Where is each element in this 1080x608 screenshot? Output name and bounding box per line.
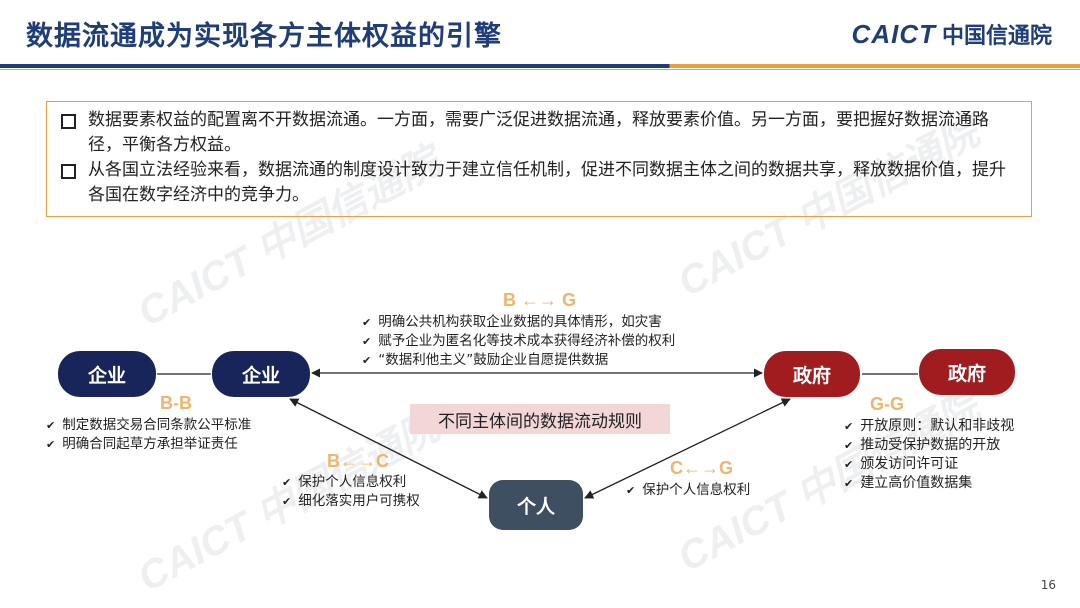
relation-cg-items: 保护个人信息权利 xyxy=(626,481,750,500)
node-enterprise-right: 企业 xyxy=(212,351,310,397)
relation-bg-label: B ←→ G xyxy=(503,290,577,310)
logo-chinese: 中国信通院 xyxy=(941,24,1052,49)
relation-cg-label: C←→G xyxy=(670,458,733,478)
intro-bullet-text: 从各国立法经验来看，数据流通的制度设计致力于建立信任机制，促进不同数据主体之间的… xyxy=(88,160,1006,205)
caict-logo: CAICT 中国信通院 xyxy=(852,18,1052,50)
checkbox-square-icon xyxy=(61,114,76,129)
intro-bullet: 数据要素权益的配置离不开数据流通。一方面，需要广泛促进数据流通，释放要素价值。另… xyxy=(61,108,1017,158)
relation-item: 赋予企业为匿名化等技术成本获得经济补偿的权利 xyxy=(362,332,675,351)
relation-gg-label: G-G xyxy=(870,394,904,414)
intro-bullet: 从各国立法经验来看，数据流通的制度设计致力于建立信任机制，促进不同数据主体之间的… xyxy=(61,158,1017,208)
checkbox-square-icon xyxy=(61,164,76,179)
relation-item: “数据利他主义”鼓励企业自愿提供数据 xyxy=(362,351,675,370)
relation-bb-label: B-B xyxy=(160,393,192,413)
center-rules-label: 不同主体间的数据流动规则 xyxy=(410,404,670,434)
node-government-right: 政府 xyxy=(919,349,1015,395)
page-number: 16 xyxy=(1040,578,1056,592)
node-government-left: 政府 xyxy=(764,351,860,397)
relation-item: 保护个人信息权利 xyxy=(626,481,750,500)
relation-item: 建立高价值数据集 xyxy=(844,474,1014,493)
relation-item: 开放原则：默认和非歧视 xyxy=(844,417,1014,436)
relation-bb-items: 制定数据交易合同条款公平标准 明确合同起草方承担举证责任 xyxy=(46,416,251,454)
intro-bullet-text: 数据要素权益的配置离不开数据流通。一方面，需要广泛促进数据流通，释放要素价值。另… xyxy=(88,110,989,155)
arrow-b-c xyxy=(289,398,488,499)
relation-bg-items: 明确公共机构获取企业数据的具体情形，如灾害 赋予企业为匿名化等技术成本获得经济补… xyxy=(362,313,675,370)
relation-item: 颁发访问许可证 xyxy=(844,455,1014,474)
relation-item: 明确合同起草方承担举证责任 xyxy=(46,435,251,454)
node-individual: 个人 xyxy=(489,480,583,530)
relation-bc-label: B←→C xyxy=(327,451,389,471)
header-rule xyxy=(0,64,1080,68)
relation-item: 细化落实用户可携权 xyxy=(282,492,420,511)
relation-gg-items: 开放原则：默认和非歧视 推动受保护数据的开放 颁发访问许可证 建立高价值数据集 xyxy=(844,417,1014,493)
node-enterprise-left: 企业 xyxy=(58,351,156,397)
page-title: 数据流通成为实现各方主体权益的引擎 xyxy=(26,21,502,52)
relation-item: 推动受保护数据的开放 xyxy=(844,436,1014,455)
logo-english: CAICT xyxy=(851,18,936,49)
intro-box: 数据要素权益的配置离不开数据流通。一方面，需要广泛促进数据流通，释放要素价值。另… xyxy=(46,101,1032,217)
relation-bc-items: 保护个人信息权利 细化落实用户可携权 xyxy=(282,473,420,511)
arrow-c-g xyxy=(584,398,791,499)
header-rule-thin xyxy=(0,69,1080,70)
relation-item: 明确公共机构获取企业数据的具体情形，如灾害 xyxy=(362,313,675,332)
relation-item: 保护个人信息权利 xyxy=(282,473,420,492)
relation-item: 制定数据交易合同条款公平标准 xyxy=(46,416,251,435)
